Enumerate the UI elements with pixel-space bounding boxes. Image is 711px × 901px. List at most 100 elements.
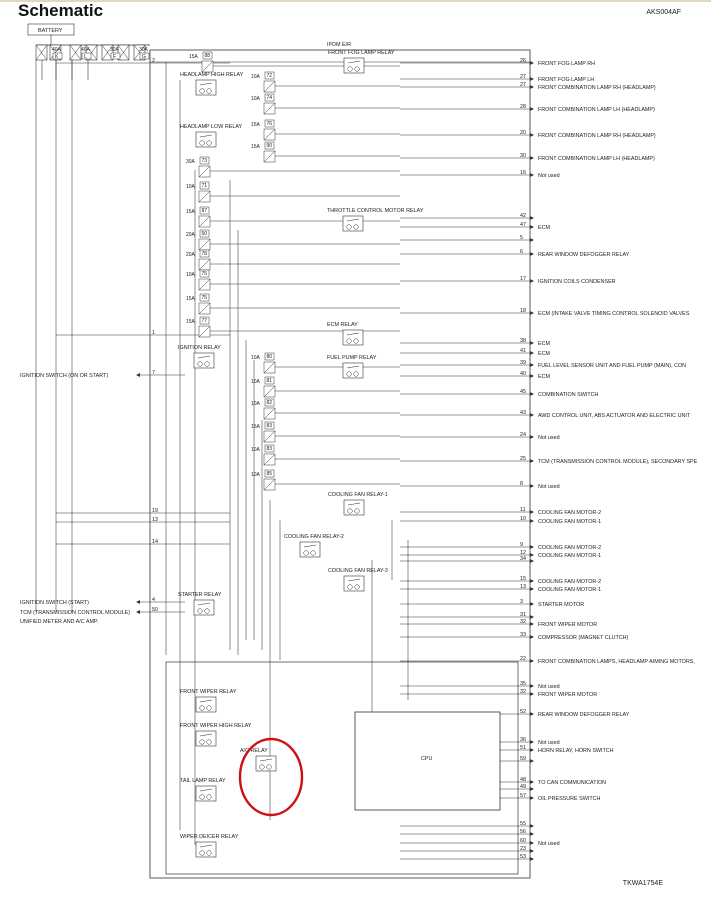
output-destination: FRONT COMBINATION LAMPS, HEADLAMP AIMING… — [538, 659, 695, 665]
relay-label: WIPER DEICER RELAY — [180, 834, 239, 840]
relay-coil-icon — [204, 361, 210, 367]
fuse-element-link — [198, 165, 211, 178]
relay-coil-icon — [199, 794, 205, 800]
relay-switch-icon — [346, 365, 360, 369]
output-pin-number: 28 — [520, 104, 526, 110]
arrow-icon — [530, 841, 534, 845]
output-destination: FRONT COMBINATION LAMP RH (HEADLAMP) — [538, 85, 656, 91]
arrow-icon — [530, 374, 534, 378]
relay-coil-icon — [346, 338, 352, 344]
internal-fuse-id: 75 — [202, 271, 208, 277]
relay: FRONT WIPER RELAY — [180, 689, 237, 713]
internal-fuse-id: 73 — [202, 158, 208, 164]
arrow-icon — [530, 857, 534, 861]
relay-coil-icon — [347, 584, 353, 590]
output-destination: IGNITION COILS CONDENSER — [538, 279, 616, 285]
battery-fuse-amp: 30A — [139, 47, 149, 53]
output-pin-number: 43 — [520, 410, 526, 416]
relay-box — [195, 730, 217, 747]
arrow-icon — [530, 849, 534, 853]
arrow-icon — [530, 622, 534, 626]
fuse-element-link — [263, 430, 276, 443]
arrow-icon — [530, 796, 534, 800]
battery-fuse-id: K — [55, 54, 59, 60]
output-destination: COOLING FAN MOTOR-1 — [538, 587, 601, 593]
fuse-cross — [133, 44, 146, 61]
internal-fuse-id: 77 — [202, 318, 208, 324]
output-pin-number: 12 — [520, 550, 526, 556]
fuse-element-link — [198, 238, 211, 251]
output-destination: COOLING FAN MOTOR-2 — [538, 545, 601, 551]
fuse-id-box — [85, 44, 98, 61]
relay: TAIL LAMP RELAY — [180, 778, 226, 802]
wiring — [35, 60, 530, 860]
arrow-icon — [530, 61, 534, 65]
relay-label: ECM RELAY — [327, 322, 358, 328]
arrow-icon — [530, 252, 534, 256]
relay-box — [195, 696, 217, 713]
internal-fuse-id-box — [264, 141, 275, 150]
arrow-icon — [530, 435, 534, 439]
output-pin-number: 23 — [520, 846, 526, 852]
fuse-element-link — [263, 102, 276, 115]
left-terminal-label: UNIFIED METER AND A/C AMP. — [20, 619, 98, 625]
output-pin-number: 27 — [520, 74, 526, 80]
relay-coil-icon — [199, 140, 205, 146]
relay-coil-icon — [199, 705, 205, 711]
internal-fuse-id-box — [199, 206, 210, 215]
fuse-element-link — [263, 453, 276, 466]
arrow-icon — [530, 484, 534, 488]
arrow-icon — [530, 238, 534, 242]
arrow-icon — [530, 156, 534, 160]
relay-coil-icon — [199, 739, 205, 745]
relay-label: FRONT WIPER RELAY — [180, 689, 237, 695]
relay: FRONT FOG LAMP RELAY — [328, 50, 395, 74]
left-terminal-label: IGNITION SWITCH (ON OR START) — [20, 373, 108, 379]
internal-fuse-id-box — [264, 71, 275, 80]
output-pin-number: 56 — [520, 829, 526, 835]
relay-box — [195, 841, 217, 858]
output-destination: ECM (INTAKE VALVE TIMING CONTROL SOLENOI… — [538, 311, 690, 317]
battery-label: BATTERY — [38, 28, 63, 34]
internal-fuse-id-box — [199, 269, 210, 278]
arrow-icon — [530, 553, 534, 557]
internal-fuse-id-box — [264, 398, 275, 407]
internal-fuse-id-box — [199, 293, 210, 302]
arrow-icon — [530, 77, 534, 81]
internal-fuse-id-box — [264, 376, 275, 385]
fuse-element-link — [198, 302, 211, 315]
relay: FRONT WIPER HIGH RELAY — [180, 723, 252, 747]
relay-box — [343, 57, 365, 74]
fuse-box-icon — [69, 44, 82, 61]
relay-box — [193, 352, 215, 369]
fuse-element-link — [198, 258, 211, 271]
internal-fuse-amp: 15A — [189, 54, 199, 60]
fuse-cross — [35, 44, 48, 61]
fuse-element-link — [263, 407, 276, 420]
relay-switch-icon — [199, 82, 213, 86]
relay-box — [255, 755, 277, 772]
internal-fuse-id: 50 — [202, 231, 208, 237]
internal-fuse-id: 85 — [267, 471, 273, 477]
relay-coil-icon — [346, 371, 352, 377]
relay-coil-icon — [206, 705, 212, 711]
output-destination: FRONT WIPER MOTOR — [538, 692, 597, 698]
ipdm-left-pin: 1 — [152, 330, 155, 336]
arrow-icon — [530, 133, 534, 137]
left-terminal-pin: 50 — [152, 607, 158, 613]
internal-fuse-id: 75 — [202, 295, 208, 301]
internal-fuse-amp: 10A — [251, 96, 261, 102]
output-pin-number: 33 — [520, 632, 526, 638]
battery-fuse-id: F — [113, 54, 116, 60]
relay-coil-icon — [197, 361, 203, 367]
arrow-icon — [530, 824, 534, 828]
relay: WIPER DEICER RELAY — [180, 834, 239, 858]
internal-fuse-id: 81 — [267, 378, 273, 384]
output-pin-number: 27 — [520, 82, 526, 88]
output-pin-number: 42 — [520, 213, 526, 219]
